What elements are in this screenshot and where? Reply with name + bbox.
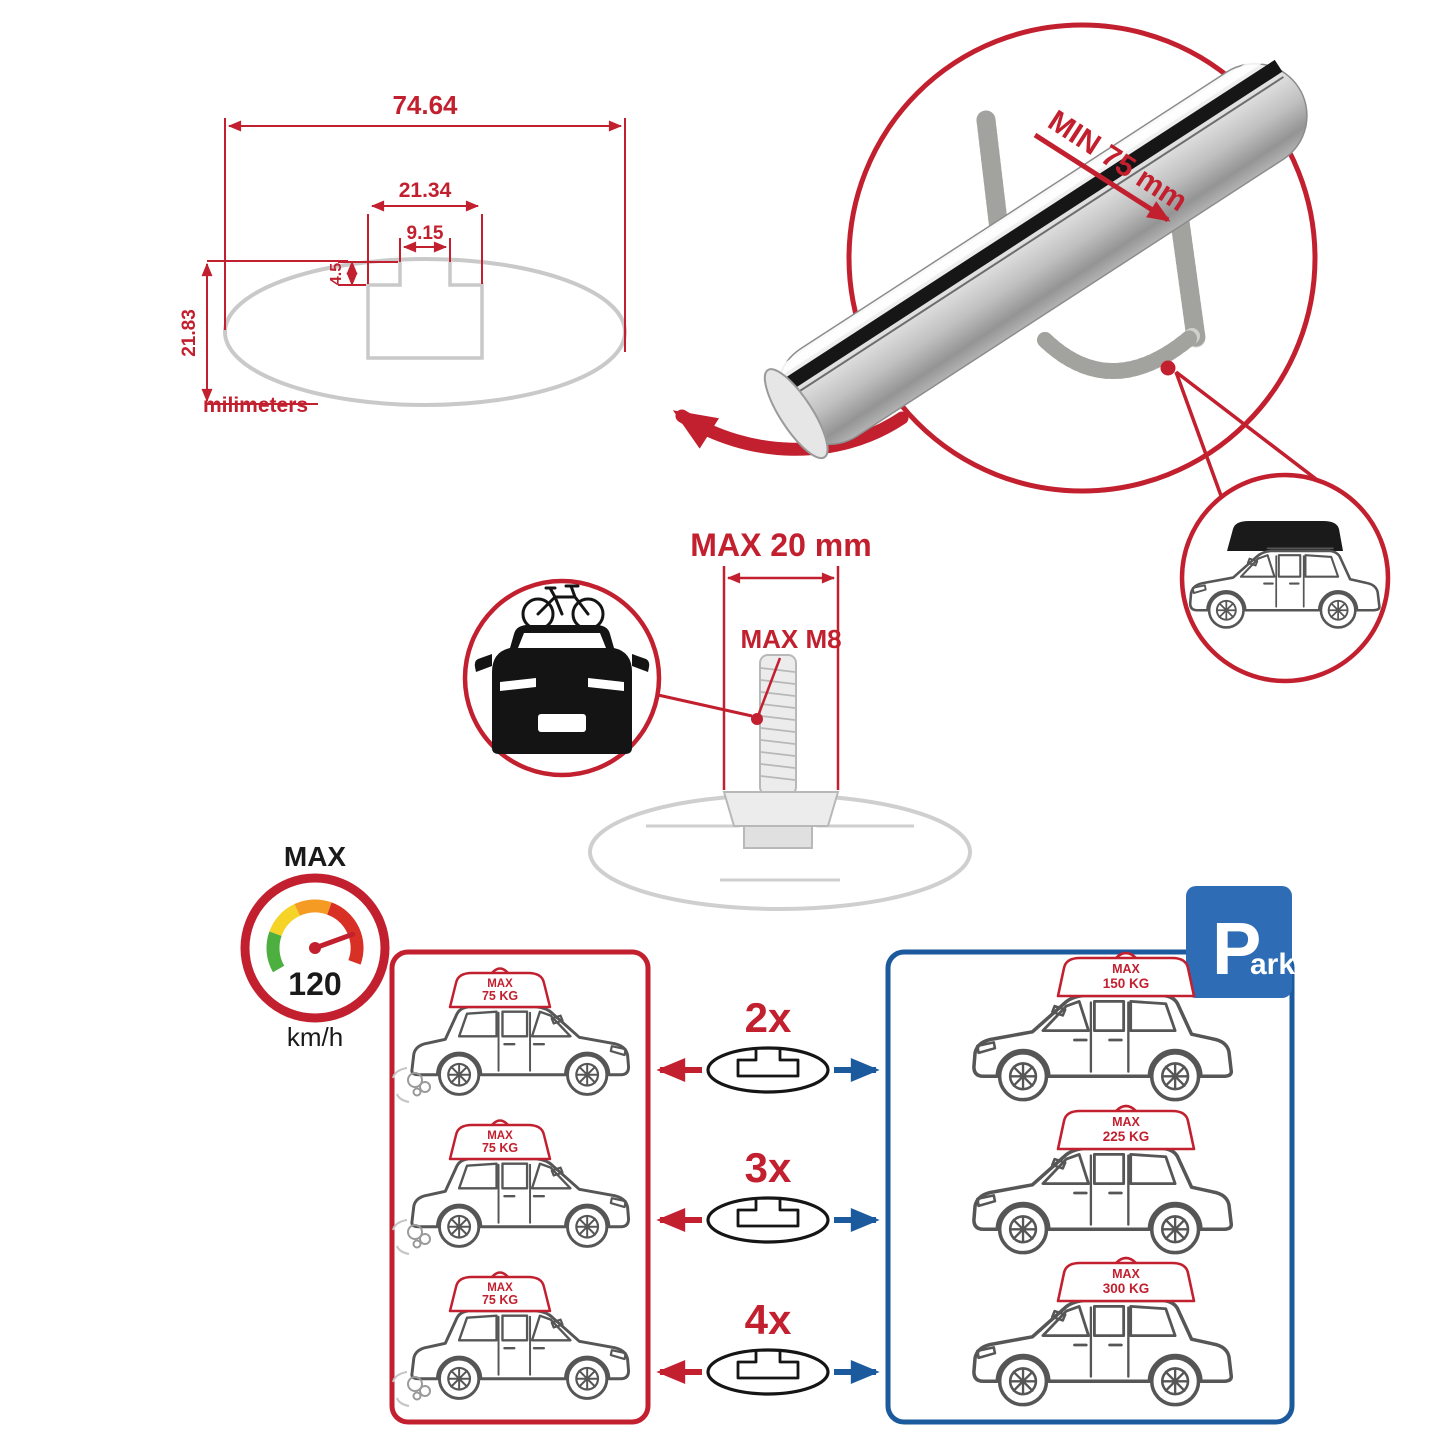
dim-channel-width: 21.34 — [399, 179, 452, 202]
svg-text:MAX: MAX — [487, 1282, 513, 1294]
speedometer-gauge — [266, 899, 364, 973]
crossbar-3d — [763, 51, 1308, 460]
svg-text:MAX: MAX — [487, 978, 513, 990]
speed-unit: km/h — [287, 1022, 343, 1052]
car-front-silhouette — [474, 625, 650, 754]
callout-dot — [1160, 360, 1176, 376]
bolt-dimension-lines — [722, 566, 840, 790]
crossbar-profile-ellipse — [223, 257, 627, 407]
bike-icon — [521, 584, 605, 631]
bolt-tnut — [743, 825, 813, 849]
dim-total-height: 21.83 — [179, 309, 200, 357]
svg-text:MAX: MAX — [487, 1130, 513, 1142]
thread-leader-dot — [751, 713, 763, 725]
dim-total-width: 74.64 — [392, 90, 458, 120]
bike-car-circle — [462, 578, 753, 778]
dimension-lines — [201, 118, 626, 405]
driving-cars: MAX 75 KG MAX 75 KG MAX 75 KG — [392, 967, 631, 1407]
crossbar-icon — [706, 1196, 830, 1244]
crossbar-icon — [706, 1046, 830, 1094]
crossbar-end-cap — [763, 368, 829, 460]
multiplier-4x: 4x — [745, 1296, 792, 1343]
svg-text:75 KG: 75 KG — [482, 1141, 518, 1155]
bolt-washer — [722, 791, 840, 827]
parking-sign-letter: P — [1212, 907, 1261, 990]
dim-slot-width: 9.15 — [407, 223, 444, 244]
multiplier-column: 2x 3x 4x — [656, 994, 880, 1396]
min-clamp-arrow — [1033, 132, 1171, 223]
zoom-arrow — [672, 409, 909, 456]
thread-leader — [756, 657, 782, 717]
svg-text:MAX: MAX — [1112, 1267, 1140, 1281]
roof-box — [1227, 521, 1343, 551]
svg-text:75 KG: 75 KG — [482, 1293, 518, 1307]
bolt-max-thread-label: MAX M8 — [740, 624, 841, 654]
cross-section-diagram: 74.64 21.34 9.15 4.5 21.83 milimeters — [179, 90, 627, 417]
u-bolt-strap-thread — [1037, 328, 1200, 379]
speedometer-needle — [312, 931, 356, 951]
speedometer-hub — [309, 942, 321, 954]
multiplier-3x: 3x — [745, 1144, 792, 1191]
svg-text:MAX: MAX — [1112, 962, 1140, 976]
u-bolt-posts — [976, 110, 1206, 348]
roof-box-150: MAX 150 KG — [1056, 951, 1196, 998]
roof-bag-75-2: MAX 75 KG — [448, 1119, 552, 1161]
parking-cars: MAX 150 KG MAX 225 KG MAX 300 KG — [972, 951, 1234, 1407]
parking-sign-rest: ark — [1250, 948, 1295, 981]
parking-sign: P ark — [1186, 886, 1295, 998]
svg-text:225 KG: 225 KG — [1103, 1129, 1150, 1144]
units-label: milimeters — [203, 394, 308, 417]
svg-text:75 KG: 75 KG — [482, 989, 518, 1003]
svg-text:300 KG: 300 KG — [1103, 1281, 1150, 1296]
multiplier-2x: 2x — [745, 994, 792, 1041]
svg-text:150 KG: 150 KG — [1103, 976, 1150, 991]
bolt-detail: MAX 20 mm MAX M8 — [588, 527, 972, 911]
speed-max-label: MAX — [284, 841, 347, 872]
crossbar-icon — [706, 1348, 830, 1396]
bolt — [722, 654, 840, 849]
roofbox-car-circle — [1179, 472, 1391, 684]
speed-value: 120 — [288, 966, 341, 1002]
roof-box-300: MAX 300 KG — [1056, 1256, 1196, 1303]
callout-line-1 — [1174, 371, 1226, 505]
crossbar-profile-channel — [366, 262, 484, 360]
roof-bag-75-1: MAX 75 KG — [448, 967, 552, 1009]
roof-box-225: MAX 225 KG — [1056, 1104, 1196, 1151]
crossbar-zoom-circle: MIN 75 mm — [763, 22, 1318, 494]
roof-bag-75-3: MAX 75 KG — [448, 1271, 552, 1313]
bolt-max-length-label: MAX 20 mm — [690, 527, 871, 563]
svg-text:MAX: MAX — [1112, 1115, 1140, 1129]
bike-circle-leader — [657, 693, 753, 718]
dim-lip-depth: 4.5 — [328, 263, 345, 285]
speedometer: MAX 120 km/h — [240, 841, 390, 1052]
